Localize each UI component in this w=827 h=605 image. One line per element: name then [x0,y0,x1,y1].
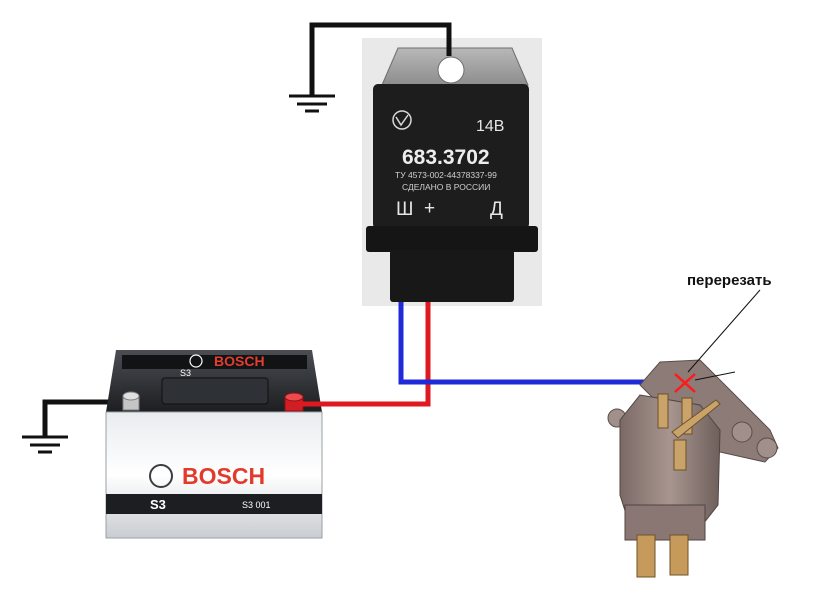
leader-line [687,289,761,373]
regulator-ground-wire [309,22,452,96]
regulator-origin-text: СДЕЛАНО В РОССИИ [402,182,490,192]
manufacturer-logo-icon [392,110,412,130]
regulator-base [366,226,538,252]
battery-front-brand: BOSCH [182,463,265,489]
relay-pin [669,534,689,576]
mounting-hole [437,56,465,84]
relay-top-contact [657,393,669,429]
brush-holder-relay [607,359,779,578]
bosch-logo-icon [189,354,203,368]
regulator-body [373,84,529,229]
relay-top-contact [681,397,693,435]
battery-body [105,411,323,539]
regulator-voltage-label: 14В [476,118,504,135]
relay-lower-block [624,504,706,541]
regulator-model-number: 683.3702 [402,146,490,169]
positive-terminal [284,392,304,412]
negative-terminal [122,391,140,411]
relay-pin [636,534,656,578]
bosch-logo-icon [149,464,173,488]
blue-excitation-wire [398,302,684,385]
terminal-plus-label: + [424,198,435,219]
relay-side-clip [673,439,687,471]
battery: BOSCH S3 BOSCH S3 S3 001 [105,350,323,539]
battery-top-series: S3 [180,368,191,378]
bracket-eye [731,421,753,443]
ground-symbol-icon [289,94,335,113]
cut-label: перерезать [687,272,772,289]
battery-ground-wire [42,399,131,437]
battery-code-badge: S3 001 [242,500,271,510]
ground-symbol-icon [22,435,68,454]
terminal-sh-label: Ш [396,199,413,220]
battery-handle [161,377,269,405]
battery-front-series: S3 [150,497,166,512]
relay-clip [671,399,721,439]
cut-annotation: перерезать [674,272,772,393]
regulator-spec-text: ТУ 4573-002-44378337-99 [395,170,497,180]
cut-mark-icon [674,373,696,393]
terminal-d-label: Д [490,199,503,220]
battery-front-band [106,494,322,514]
bracket-eye [756,437,778,459]
battery-top-label-strip [122,355,307,369]
regulator-connector [390,250,514,302]
leader-line [694,371,736,381]
battery-top-brand: BOSCH [214,353,265,369]
voltage-regulator: 14В 683.3702 ТУ 4573-002-44378337-99 СДЕ… [362,38,542,306]
red-positive-wire [300,302,431,407]
